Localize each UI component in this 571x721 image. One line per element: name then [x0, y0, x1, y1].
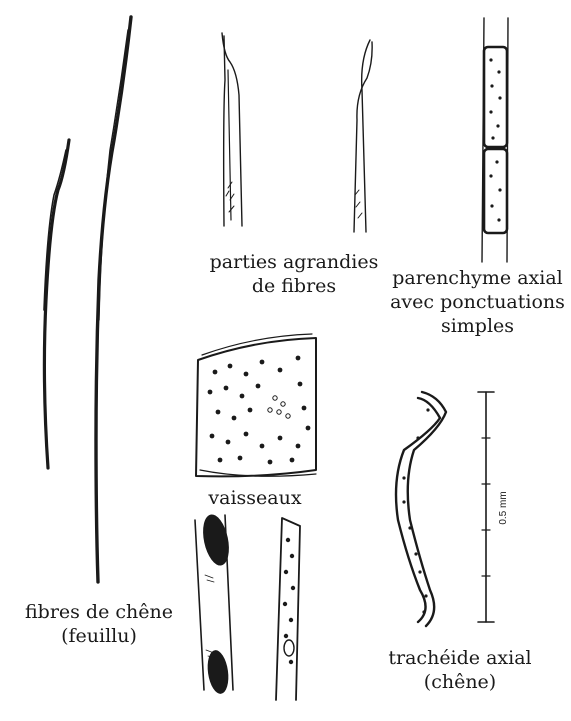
vessel-element-lower-left	[195, 512, 233, 695]
axial-tracheid	[396, 392, 446, 626]
fibre-part-right	[354, 40, 372, 232]
vessel-element-lower-right	[276, 518, 300, 700]
label-parenchyme: parenchyme axial avec ponctuations simpl…	[384, 266, 571, 338]
scale-bar: 0.5 mm	[478, 392, 509, 622]
label-parenchyme-line3: simples	[384, 314, 571, 338]
label-fibres: fibres de chêne (feuillu)	[0, 600, 198, 648]
label-vaisseaux: vaisseaux	[190, 486, 320, 510]
label-tracheide-line2: (chêne)	[374, 670, 546, 694]
label-parenchyme-line1: parenchyme axial	[384, 266, 571, 290]
label-fibres-line2: (feuillu)	[0, 624, 198, 648]
label-parties-line2: de fibres	[204, 274, 384, 298]
oak-fibre-short	[44, 140, 69, 468]
vessel-element	[196, 334, 316, 476]
oak-fibre-long	[96, 17, 131, 582]
scale-label: 0.5 mm	[498, 491, 509, 524]
label-parties: parties agrandies de fibres	[204, 250, 384, 298]
label-parties-line1: parties agrandies	[204, 250, 384, 274]
label-fibres-line1: fibres de chêne	[0, 600, 198, 624]
label-vaisseaux-text: vaisseaux	[190, 486, 320, 510]
fibre-part-left	[222, 33, 242, 226]
label-parenchyme-line2: avec ponctuations	[384, 290, 571, 314]
label-tracheide: trachéide axial (chêne)	[374, 646, 546, 694]
axial-parenchyma	[482, 18, 508, 262]
label-tracheide-line1: trachéide axial	[374, 646, 546, 670]
